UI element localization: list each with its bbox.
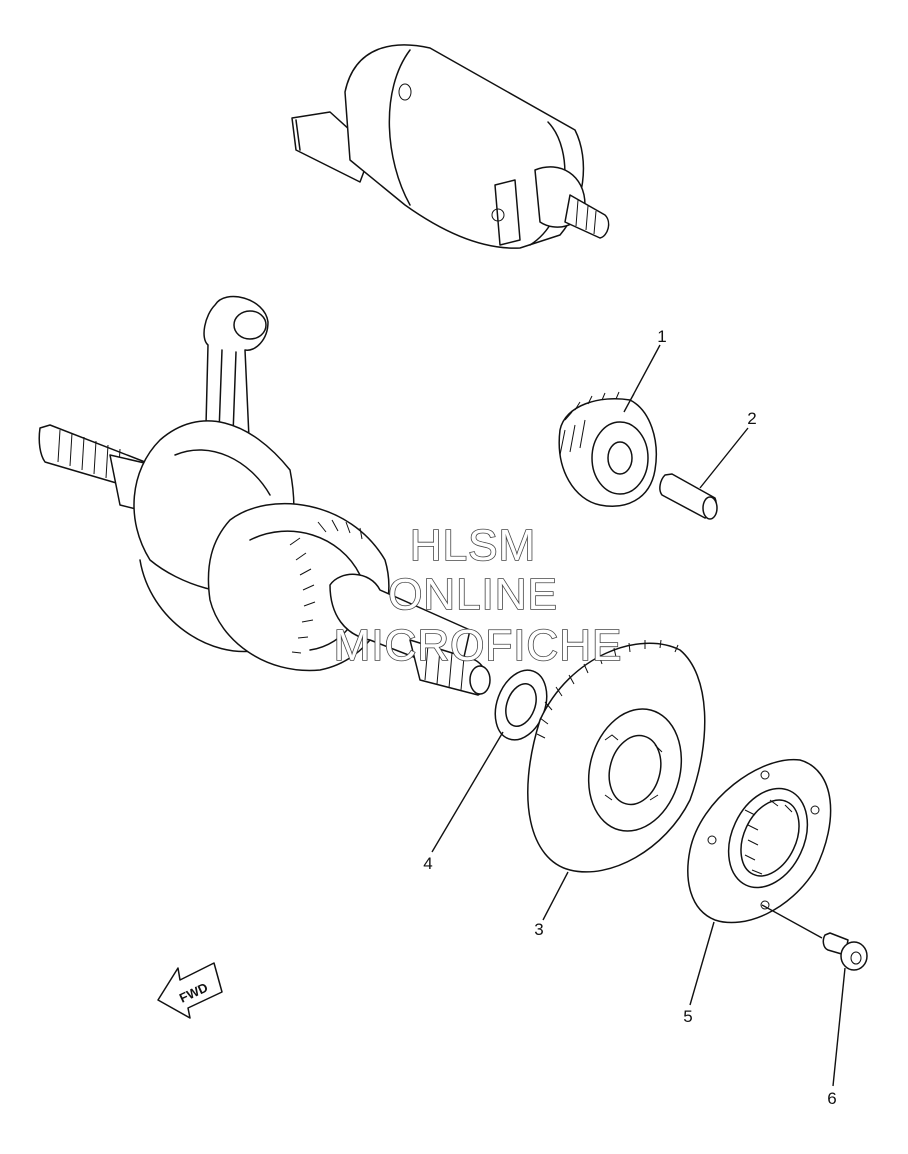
- part-5-one-way-clutch: [687, 758, 832, 924]
- part-1-idler-gear: [558, 391, 657, 507]
- callout-5: 5: [683, 1007, 692, 1026]
- callout-2: 2: [747, 409, 756, 428]
- starter-motor: [291, 44, 610, 249]
- part-3-starter-gear: [527, 639, 706, 873]
- crankshaft-assembly: [38, 295, 491, 696]
- part-4-washer: [494, 669, 548, 741]
- part-2-shaft: [659, 473, 718, 520]
- watermark-line-1: HLSM: [410, 521, 536, 570]
- callout-3: 3: [534, 920, 543, 939]
- watermark-line-3: MICROFICHE: [334, 621, 623, 670]
- watermark-line-2: ONLINE: [388, 570, 558, 619]
- callout-leaders: [431, 344, 846, 1087]
- callout-4: 4: [423, 854, 432, 873]
- callout-6: 6: [827, 1089, 836, 1108]
- callout-1: 1: [657, 327, 666, 346]
- fwd-arrow-icon: FWD: [157, 962, 223, 1019]
- part-6-bolt: [822, 932, 868, 971]
